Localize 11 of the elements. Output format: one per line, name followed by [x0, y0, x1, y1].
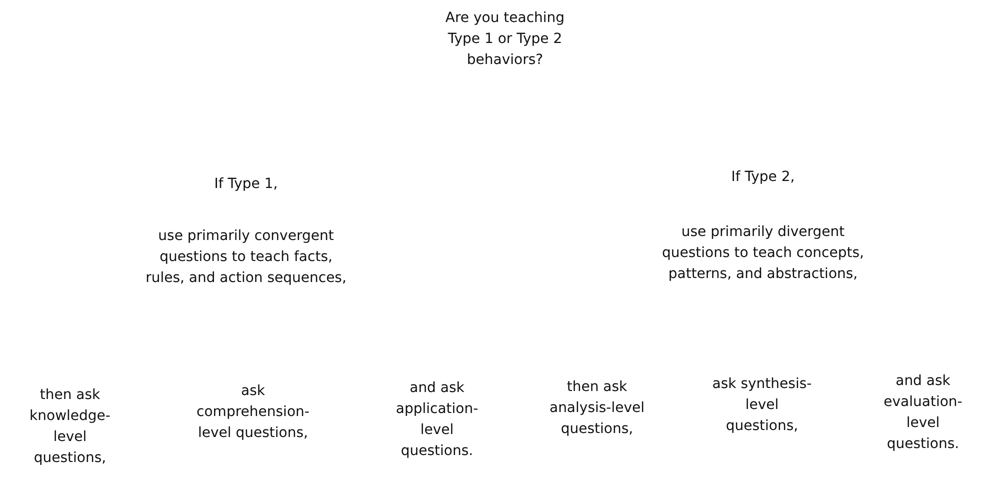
question-level-text: and ask application-level questions. [394, 379, 480, 461]
condition-text: If Type 2, [730, 168, 796, 187]
question-level-text: then ask knowledge-level questions, [28, 386, 112, 468]
condition-text: If Type 1, [213, 175, 279, 194]
question-level-text: then ask analysis-level questions, [548, 378, 646, 439]
question-level-text: ask comprehension-level questions, [196, 382, 310, 443]
guidance-text: use primarily convergent questions to teach facts, rules, and action sequences, [144, 227, 348, 288]
question-text: Are you teaching Type 1 or Type 2 behaviors? [444, 9, 566, 70]
guidance-text: use primarily divergent questions to teach concepts, patterns, and abstractions, [660, 223, 865, 284]
question-level-text: ask synthesis-level questions, [712, 375, 812, 436]
question-level-text: and ask evaluation-level questions. [882, 372, 964, 454]
